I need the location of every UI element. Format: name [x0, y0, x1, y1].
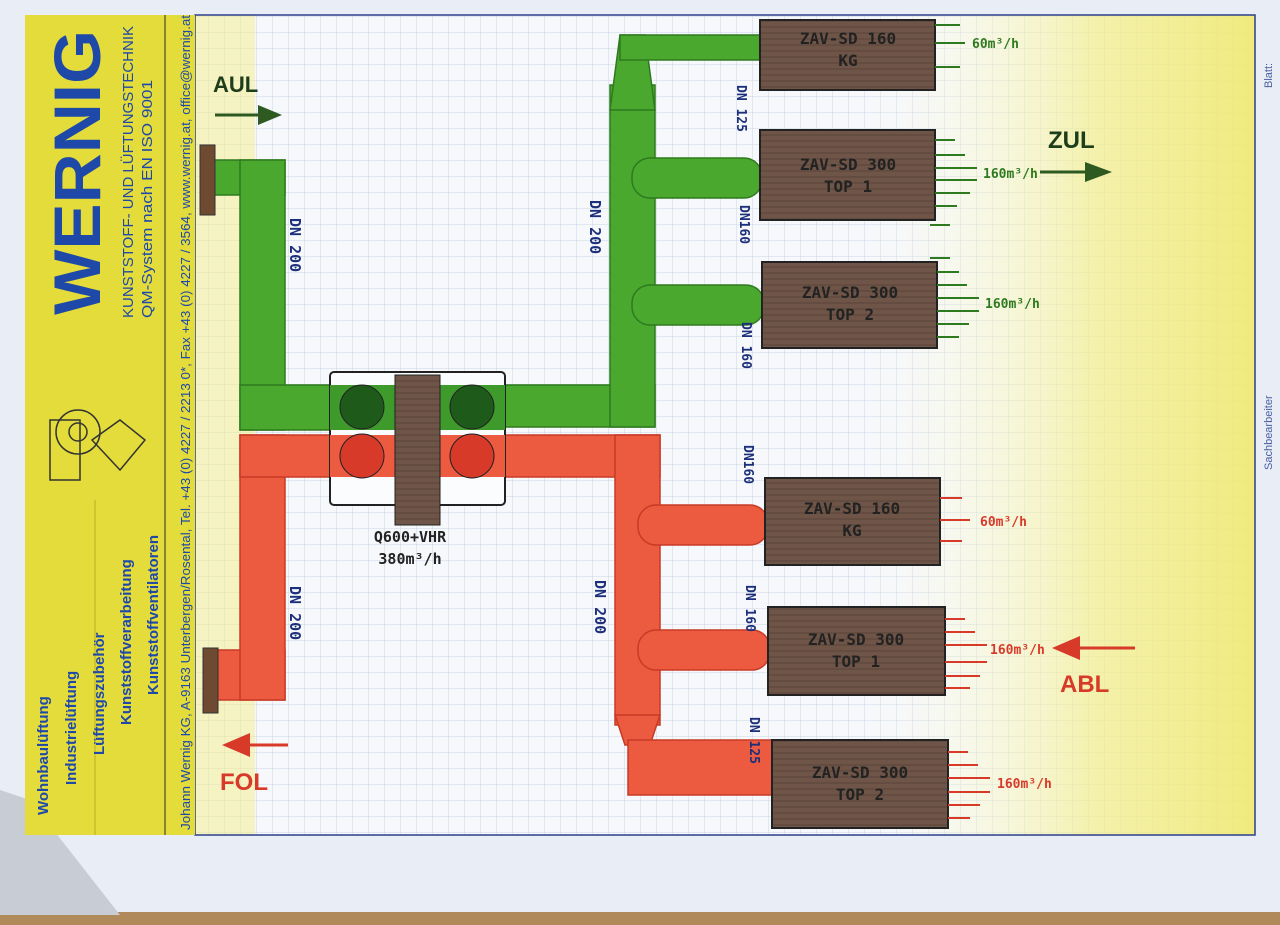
service-item: Industrielüftung — [63, 671, 80, 785]
outlet-flow: 160m³/h — [997, 777, 1052, 792]
wernig-logo: WERNIG — [40, 30, 114, 315]
services-list: Wohnbaulüftung Industrielüftung Lüftungs… — [35, 535, 162, 815]
outlet-room: KG — [842, 521, 861, 540]
abl-label: ABL — [1060, 671, 1109, 698]
outlet-room: TOP 2 — [836, 785, 884, 804]
company-emblem-icon — [49, 409, 147, 481]
letterhead-strip — [25, 15, 195, 835]
outlet-flow: 160m³/h — [983, 167, 1038, 182]
aul-arrow-icon — [215, 105, 282, 125]
outlet-flow: 160m³/h — [985, 297, 1040, 312]
outlet-dn: DN160 — [740, 445, 755, 484]
duct-label-abl: DN 200 — [591, 580, 609, 634]
outlet-room: TOP 2 — [826, 305, 874, 324]
supply-outlet: ZAV-SD 160 KG 60m³/h DN 125 — [733, 19, 1019, 132]
outlet-type: ZAV-SD 300 — [808, 630, 904, 649]
outlet-dn: DN 160 — [742, 585, 757, 632]
supply-ducts — [209, 34, 765, 431]
outlet-dn: DN 125 — [746, 717, 761, 764]
clerk-label: Sachbearbeiter — [1263, 395, 1275, 470]
outlet-dn: DN160 — [736, 205, 751, 244]
outlet-flow: 160m³/h — [990, 643, 1045, 658]
zul-arrow-icon — [1040, 162, 1112, 182]
outlet-room: TOP 1 — [832, 652, 880, 671]
fol-label: FOL — [220, 769, 268, 796]
fol-exhaust-cap — [202, 647, 219, 714]
extract-outlet: ZAV-SD 160 KG 60m³/h DN160 — [740, 445, 1027, 566]
sheet-label: Blatt: — [1263, 63, 1275, 88]
outlet-type: ZAV-SD 160 — [800, 29, 896, 48]
outlet-type: ZAV-SD 300 — [812, 763, 908, 782]
outlet-type: ZAV-SD 300 — [802, 283, 898, 302]
aul-label: AUL — [213, 72, 258, 97]
abl-arrow-icon — [1052, 636, 1135, 660]
outlet-room: KG — [838, 51, 857, 70]
ventilation-unit: Q600+VHR 380m³/h — [329, 371, 506, 568]
supply-outlet: ZAV-SD 300 TOP 2 160m³/h DN 160 — [738, 257, 1040, 369]
service-item: Kunststoffverarbeitung — [118, 559, 135, 725]
outlet-type: ZAV-SD 300 — [800, 155, 896, 174]
outlet-room: TOP 1 — [824, 177, 872, 196]
service-item: Lüftungszubehör — [91, 632, 108, 755]
unit-name: Q600+VHR — [374, 528, 447, 546]
extract-ducts — [214, 434, 775, 796]
service-item: Wohnbaulüftung — [35, 696, 52, 815]
outlet-dn: DN 160 — [738, 322, 753, 369]
outlet-flow: 60m³/h — [972, 37, 1019, 52]
extract-outlet: ZAV-SD 300 TOP 2 160m³/h DN 125 — [746, 717, 1052, 829]
duct-label-fol: DN 200 — [286, 586, 304, 640]
outlet-dn: DN 125 — [733, 85, 748, 132]
supply-outlet: ZAV-SD 300 TOP 1 160m³/h DN160 — [736, 129, 1038, 244]
outlet-type: ZAV-SD 160 — [804, 499, 900, 518]
fol-arrow-icon — [222, 733, 288, 757]
service-item: Kunststoffventilatoren — [145, 535, 162, 695]
zul-label: ZUL — [1048, 127, 1095, 154]
aul-intake-cap — [199, 144, 216, 216]
extract-outlet: ZAV-SD 300 TOP 1 160m³/h DN 160 — [742, 585, 1045, 696]
unit-flow: 380m³/h — [378, 550, 441, 568]
address-line: Johann Wernig KG, A-9163 Unterbergen/Ros… — [178, 15, 193, 830]
tagline: KUNSTSTOFF- UND LÜFTUNGSTECHNIK — [119, 26, 137, 318]
duct-label-zul: DN 200 — [586, 200, 604, 254]
duct-label-aul: DN 200 — [286, 218, 304, 272]
outlet-flow: 60m³/h — [980, 515, 1027, 530]
qm-text: QM-System nach EN ISO 9001 — [139, 80, 156, 318]
